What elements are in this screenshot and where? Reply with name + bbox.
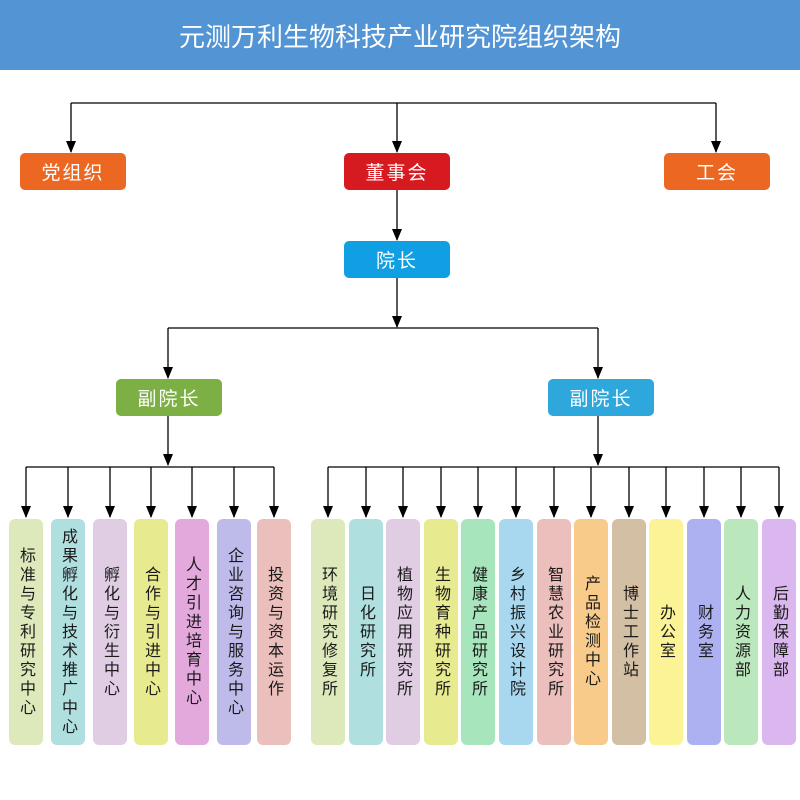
- node-president[interactable]: 院长: [344, 241, 450, 278]
- right-unit-3[interactable]: 植物应用研究所: [386, 519, 420, 745]
- node-label: 董事会: [365, 162, 429, 184]
- unit-label: 环境研究修复所: [319, 565, 338, 699]
- right-unit-4[interactable]: 生物育种研究所: [424, 519, 458, 745]
- unit-label: 人才引进培育中心: [183, 556, 202, 708]
- right-unit-12[interactable]: 人力资源部: [724, 519, 758, 745]
- node-label: 工会: [695, 162, 738, 184]
- unit-label: 合作与引进中心: [142, 565, 161, 699]
- unit-label: 植物应用研究所: [394, 565, 413, 699]
- left-unit-7[interactable]: 投资与资本运作: [257, 519, 291, 745]
- left-unit-5[interactable]: 人才引进培育中心: [175, 519, 209, 745]
- left-unit-3[interactable]: 孵化与衍生中心: [93, 519, 127, 745]
- unit-label: 乡村振兴设计院: [507, 565, 526, 699]
- unit-label: 企业咨询与服务中心: [225, 546, 244, 718]
- right-unit-6[interactable]: 乡村振兴设计院: [499, 519, 533, 745]
- right-unit-2[interactable]: 日化研究所: [349, 519, 383, 745]
- right-unit-9[interactable]: 博士工作站: [612, 519, 646, 745]
- right-unit-11[interactable]: 财务室: [687, 519, 721, 745]
- unit-label: 办公室: [657, 603, 676, 661]
- unit-label: 博士工作站: [620, 584, 639, 680]
- left-unit-1[interactable]: 标准与专利研究中心: [9, 519, 43, 745]
- left-unit-4[interactable]: 合作与引进中心: [134, 519, 168, 745]
- right-unit-13[interactable]: 后勤保障部: [762, 519, 796, 745]
- unit-label: 产品检测中心: [582, 575, 601, 689]
- node-labor-union[interactable]: 工会: [664, 153, 770, 190]
- node-label: 副院长: [137, 388, 201, 410]
- right-unit-7[interactable]: 智慧农业研究所: [537, 519, 571, 745]
- right-unit-1[interactable]: 环境研究修复所: [311, 519, 345, 745]
- node-vice-president-left[interactable]: 副院长: [116, 379, 222, 416]
- node-label: 院长: [375, 250, 418, 272]
- node-label: 副院长: [569, 388, 633, 410]
- header-bar: 元测万利生物科技产业研究院组织架构: [0, 0, 800, 70]
- left-unit-6[interactable]: 企业咨询与服务中心: [217, 519, 251, 745]
- unit-label: 日化研究所: [357, 584, 376, 680]
- left-unit-2[interactable]: 成果孵化与技术推广中心: [51, 519, 85, 745]
- unit-label: 健康产品研究所: [469, 565, 488, 699]
- right-unit-10[interactable]: 办公室: [649, 519, 683, 745]
- unit-label: 生物育种研究所: [432, 565, 451, 699]
- unit-label: 成果孵化与技术推广中心: [59, 527, 78, 737]
- node-vice-president-right[interactable]: 副院长: [548, 379, 654, 416]
- unit-label: 投资与资本运作: [265, 565, 284, 699]
- unit-label: 孵化与衍生中心: [101, 565, 120, 699]
- unit-label: 财务室: [695, 603, 714, 661]
- node-party-organization[interactable]: 党组织: [20, 153, 126, 190]
- node-board-of-directors[interactable]: 董事会: [344, 153, 450, 190]
- right-unit-5[interactable]: 健康产品研究所: [461, 519, 495, 745]
- unit-label: 后勤保障部: [770, 584, 789, 680]
- unit-label: 人力资源部: [732, 584, 751, 680]
- unit-label: 标准与专利研究中心: [17, 546, 36, 718]
- unit-label: 智慧农业研究所: [545, 565, 564, 699]
- node-label: 党组织: [41, 162, 105, 184]
- right-unit-8[interactable]: 产品检测中心: [574, 519, 608, 745]
- chart-title: 元测万利生物科技产业研究院组织架构: [178, 22, 621, 53]
